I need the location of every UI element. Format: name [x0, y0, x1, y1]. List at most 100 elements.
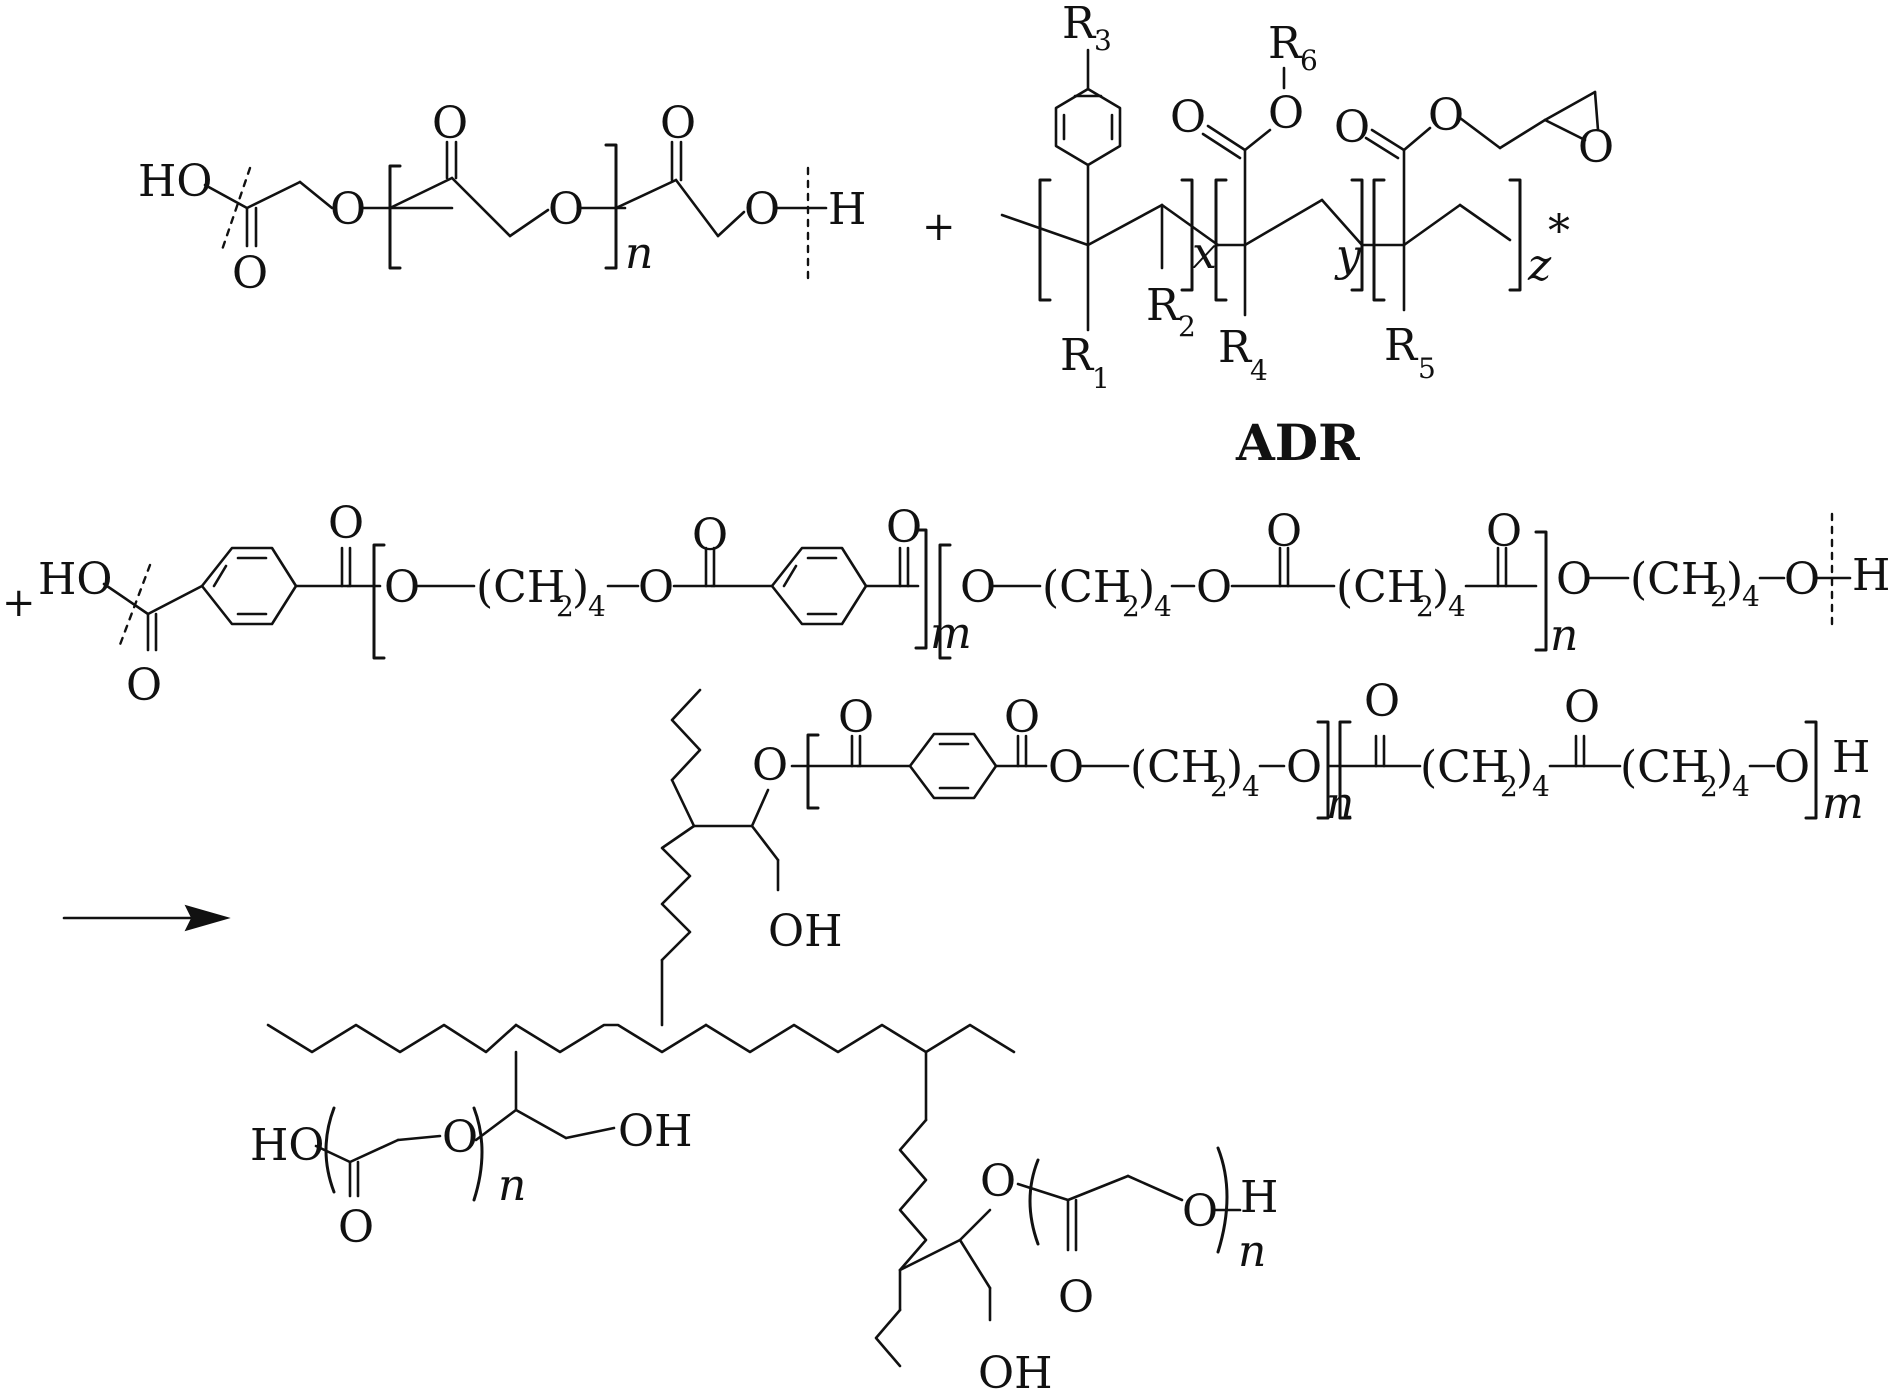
- epoxide-bond: [1543, 90, 1597, 122]
- reactant-pbat: + HO O O O (CH 2 ) 4 O O: [2, 498, 1890, 711]
- h-label: H: [1852, 550, 1890, 601]
- bond: [508, 208, 550, 238]
- arrow-head: [184, 904, 231, 932]
- bond: [750, 788, 770, 828]
- double-bond-inner: [782, 564, 798, 588]
- chain: [660, 824, 696, 962]
- bracket-close: [1534, 530, 1548, 652]
- chain: [874, 1308, 902, 1368]
- bond: [102, 582, 150, 616]
- ether-o-label: O: [980, 1156, 1016, 1207]
- bond: [348, 1138, 400, 1164]
- ether-o-label: O: [752, 740, 788, 791]
- r-label: R: [1268, 18, 1303, 69]
- backbone-guide: [268, 1025, 1856, 1052]
- carbonyl-o-label: O: [1364, 676, 1400, 727]
- bond: [1458, 116, 1502, 150]
- ch2-label: (CH: [1130, 742, 1219, 793]
- subscript: 5: [1418, 352, 1436, 385]
- r-label: R: [1384, 320, 1419, 371]
- subscript: 2: [1416, 590, 1434, 623]
- subscript: 4: [1732, 770, 1750, 803]
- ether-o-label: O: [330, 184, 366, 235]
- backbone-left: [266, 1023, 518, 1054]
- paren-label: ): [1726, 554, 1743, 605]
- h-label: H: [1832, 732, 1870, 783]
- bond: [396, 1134, 442, 1142]
- bond: [958, 1208, 992, 1242]
- oh-label: OH: [978, 1348, 1052, 1395]
- ether-o-label: O: [1182, 1186, 1218, 1237]
- bond: [474, 1108, 518, 1142]
- bracket-open: [372, 543, 386, 660]
- bond: [1402, 203, 1462, 247]
- carbonyl-o-label: O: [232, 248, 268, 299]
- bracket-close: [1804, 720, 1818, 820]
- ether-o-label: O: [1784, 554, 1820, 605]
- subscript: 4: [1250, 354, 1268, 387]
- bond: [716, 210, 746, 238]
- bond: [388, 176, 454, 210]
- paren-label: ): [1432, 562, 1449, 613]
- bond: [898, 1238, 962, 1272]
- paren-label: ): [572, 562, 589, 613]
- carbonyl-o-label: O: [692, 510, 728, 561]
- backbone-mid-left: [514, 1023, 708, 1054]
- repeat-index-m: m: [1822, 778, 1864, 829]
- subscript: 4: [1742, 580, 1760, 613]
- double-bond-inner: [212, 564, 228, 588]
- epoxide-bond: [1593, 90, 1600, 132]
- repeat-index-x: x: [1192, 228, 1217, 279]
- subscript: 2: [1710, 580, 1728, 613]
- subscript: 2: [1122, 590, 1140, 623]
- paren-close: [472, 1106, 484, 1202]
- carbonyl-o-label: O: [838, 692, 874, 743]
- bracket-close: [1350, 178, 1364, 292]
- paren-label: ): [1226, 742, 1243, 793]
- bracket-open: [1338, 720, 1352, 820]
- carbonyl-o-label: O: [126, 660, 162, 711]
- bond: [1126, 1174, 1184, 1202]
- repeat-index-n: n: [1238, 1226, 1266, 1277]
- bracket-open: [1372, 178, 1386, 302]
- bond: [1086, 203, 1164, 247]
- ether-o-label: O: [744, 184, 780, 235]
- subscript: 2: [1700, 770, 1718, 803]
- subscript: 4: [588, 590, 606, 623]
- bond: [514, 1108, 568, 1140]
- bond: [1066, 1174, 1130, 1202]
- ch2-label: (CH: [476, 562, 565, 613]
- carbonyl-o-label: O: [1486, 506, 1522, 557]
- repeat-index-m: m: [930, 608, 972, 659]
- bracket-close: [604, 143, 618, 270]
- bond: [1458, 203, 1512, 242]
- bond: [1320, 198, 1364, 247]
- paren-close: [1216, 1146, 1229, 1254]
- repeat-index-z: z: [1527, 240, 1552, 291]
- subscript: 2: [556, 590, 574, 623]
- adr-label: ADR: [1235, 413, 1360, 472]
- end-group-star: *: [1548, 206, 1570, 257]
- ether-o-label: O: [1286, 742, 1322, 793]
- bond: [1402, 126, 1432, 152]
- subscript: 2: [1210, 770, 1228, 803]
- r-label: R: [1060, 330, 1095, 381]
- bond: [1370, 128, 1406, 152]
- epoxide-o-label: O: [1578, 122, 1614, 173]
- repeat-index-y: y: [1334, 230, 1362, 281]
- plus-sign: +: [922, 204, 956, 250]
- h-label: H: [1240, 1172, 1278, 1223]
- carbonyl-o-label: O: [1004, 692, 1040, 743]
- bracket-close: [1180, 178, 1194, 292]
- subscript: 3: [1094, 24, 1112, 57]
- bond: [1000, 213, 1090, 247]
- bracket-open: [1038, 178, 1052, 302]
- bracket-close: [1508, 178, 1522, 292]
- ether-o-label: O: [638, 562, 674, 613]
- ester-o-label: O: [1268, 88, 1304, 139]
- subscript: 4: [1242, 770, 1260, 803]
- bond: [298, 180, 334, 210]
- carbonyl-o-label: O: [1058, 1272, 1094, 1323]
- chain: [670, 688, 702, 782]
